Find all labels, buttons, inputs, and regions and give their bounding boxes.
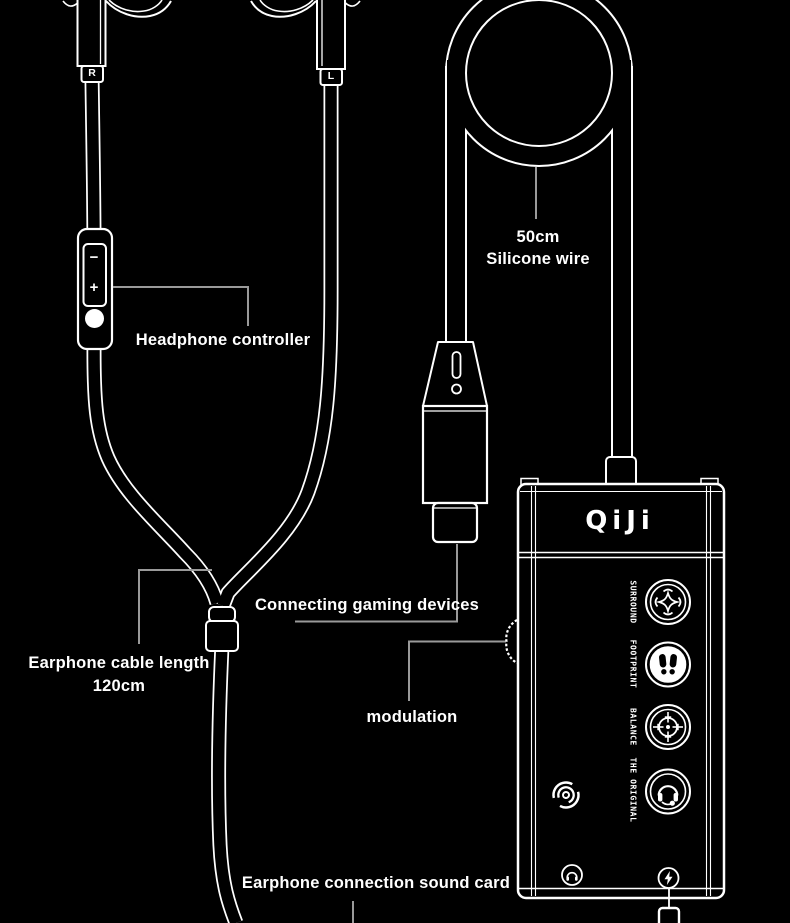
mode-label-surround: SURROUND: [628, 580, 638, 624]
volume-down-label: −: [89, 249, 99, 266]
mic-button: [85, 309, 104, 328]
leader-cable-length: [138, 569, 212, 644]
surround-burst-icon: [654, 588, 682, 616]
right-channel-marker: R: [88, 67, 96, 79]
earphone-cable-length-label: Earphone cable length 120cm: [28, 654, 210, 695]
inline-controller: [76, 227, 114, 351]
cable-slider: [205, 606, 239, 652]
silicone-wire: [445, 0, 633, 464]
surround-button: [645, 579, 691, 625]
the-original-button: [645, 768, 691, 815]
silicone-wire-label: 50cm Silicone wire: [486, 228, 590, 268]
leader-headphone-controller: [113, 286, 249, 326]
right-earbud: [62, 0, 172, 83]
swirl-logo: [552, 781, 580, 809]
headset-icon: [657, 785, 679, 806]
volume-rocker: [82, 243, 107, 307]
volume-up-label: +: [89, 279, 99, 296]
strain-relief-dot: [451, 383, 462, 395]
mode-label-footprint: FOOTPRINT: [628, 639, 638, 689]
strain-relief-slot: [451, 351, 462, 379]
modulation-wheel: [505, 619, 518, 664]
modulation-label: modulation: [366, 708, 458, 726]
left-earbud: [250, 0, 361, 86]
device-body: [516, 482, 726, 900]
headphone-controller-label: Headphone controller: [135, 331, 311, 349]
sound-card-device: [505, 456, 726, 923]
footprint-button: [645, 641, 691, 688]
sound-card-label: Earphone connection sound card: [241, 874, 511, 892]
usb-c-connector: [421, 341, 489, 544]
mode-label-the-original: THE ORIGINAL: [628, 757, 638, 823]
leader-lines: [113, 167, 537, 923]
usb-plug: [657, 906, 681, 923]
crosshair-icon: [653, 712, 683, 742]
balance-button: [645, 704, 691, 750]
footprints-icon: [659, 654, 677, 675]
left-channel-marker: L: [327, 70, 335, 82]
brand-logo: QiJi: [585, 506, 655, 536]
earphone-cables: [84, 77, 339, 923]
cable-strain-relief: [605, 456, 637, 488]
leader-connecting: [295, 544, 458, 623]
leader-modulation: [408, 640, 506, 701]
connecting-gaming-devices-label: Connecting gaming devices: [254, 596, 480, 614]
mode-label-balance: BALANCE: [628, 708, 638, 746]
headphone-jack-icon: [561, 864, 583, 886]
